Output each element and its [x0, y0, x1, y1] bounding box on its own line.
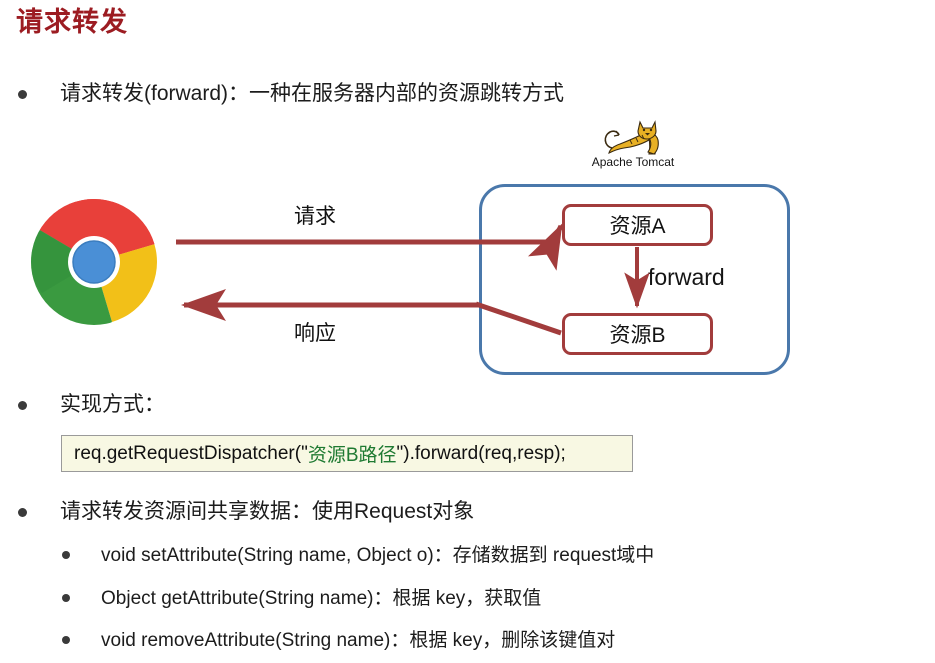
chrome-logo-icon — [31, 199, 157, 325]
resource-b-box: 资源B — [562, 313, 713, 355]
response-arrow-label: 响应 — [294, 322, 336, 345]
code-snippet-box: req.getRequestDispatcher(" 资源B路径 ").forw… — [61, 435, 633, 472]
bullet-dot-icon — [62, 594, 70, 602]
bullet-dot-icon — [18, 401, 27, 410]
bullet-share-data-label: 请求转发资源间共享数据：使用Request对象 — [60, 500, 475, 523]
resource-a-label: 资源A — [609, 215, 666, 238]
resource-a-box: 资源A — [562, 204, 713, 246]
bullet-get-attribute: Object getAttribute(String name)：根据 key，… — [62, 585, 541, 612]
code-suffix: ").forward(req,resp); — [396, 442, 566, 464]
bullet-dot-icon — [18, 90, 27, 99]
bullet-forward-definition: 请求转发(forward)：一种在服务器内部的资源跳转方式 — [18, 79, 564, 109]
bullet-share-data: 请求转发资源间共享数据：使用Request对象 — [18, 497, 474, 527]
bullet-forward-definition-label: 请求转发(forward)：一种在服务器内部的资源跳转方式 — [60, 82, 565, 105]
request-arrow-label: 请求 — [294, 205, 336, 228]
forward-arrow-label: forward — [648, 264, 725, 290]
code-string-literal: 资源B路径 — [307, 445, 397, 466]
server-boundary-box — [479, 184, 790, 375]
bullet-set-attribute-label: void setAttribute(String name, Object o)… — [101, 545, 655, 566]
tomcat-logo-caption: Apache Tomcat — [591, 155, 675, 169]
bullet-remove-attribute-label: void removeAttribute(String name)：根据 key… — [101, 630, 616, 651]
resource-b-label: 资源B — [609, 324, 666, 347]
bullet-dot-icon — [62, 551, 70, 559]
page-title: 请求转发 — [16, 7, 128, 37]
bullet-remove-attribute: void removeAttribute(String name)：根据 key… — [62, 627, 615, 654]
tomcat-logo-icon — [604, 120, 659, 155]
code-prefix: req.getRequestDispatcher(" — [74, 442, 308, 464]
bullet-get-attribute-label: Object getAttribute(String name)：根据 key，… — [101, 588, 542, 609]
bullet-dot-icon — [18, 508, 27, 517]
bullet-set-attribute: void setAttribute(String name, Object o)… — [62, 542, 654, 569]
bullet-implementation: 实现方式： — [18, 390, 165, 420]
bullet-implementation-label: 实现方式： — [60, 393, 165, 416]
bullet-dot-icon — [62, 636, 70, 644]
